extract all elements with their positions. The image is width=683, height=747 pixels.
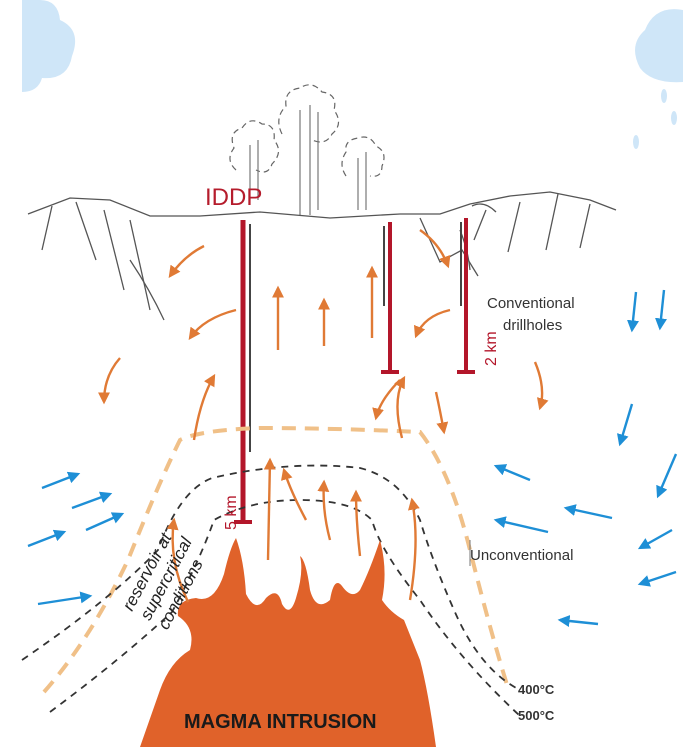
conventional-well (457, 218, 475, 372)
iddp-well (234, 220, 252, 522)
isotherm-400-label: 400°C (518, 682, 555, 697)
magma-intrusion-label: MAGMA INTRUSION (184, 711, 377, 733)
steam-plume-icon (230, 85, 384, 176)
cloud-icon (635, 9, 683, 82)
cold-recharge-arrows (28, 290, 676, 624)
conventional-label: Conventional (487, 295, 575, 312)
steam-column (250, 105, 366, 215)
conventional-well (381, 222, 399, 372)
cloud-icon (22, 0, 75, 92)
unconventional-label: Unconventional (470, 547, 573, 564)
iddp-label: IDDP (205, 184, 262, 211)
rain-drop-icon (633, 89, 677, 149)
isotherm-500-label: 500°C (518, 708, 555, 723)
depth-2km-label: 2 km (483, 331, 500, 366)
drillholes-label: drillholes (503, 317, 562, 334)
depth-5km-label: 5 km (223, 495, 240, 530)
